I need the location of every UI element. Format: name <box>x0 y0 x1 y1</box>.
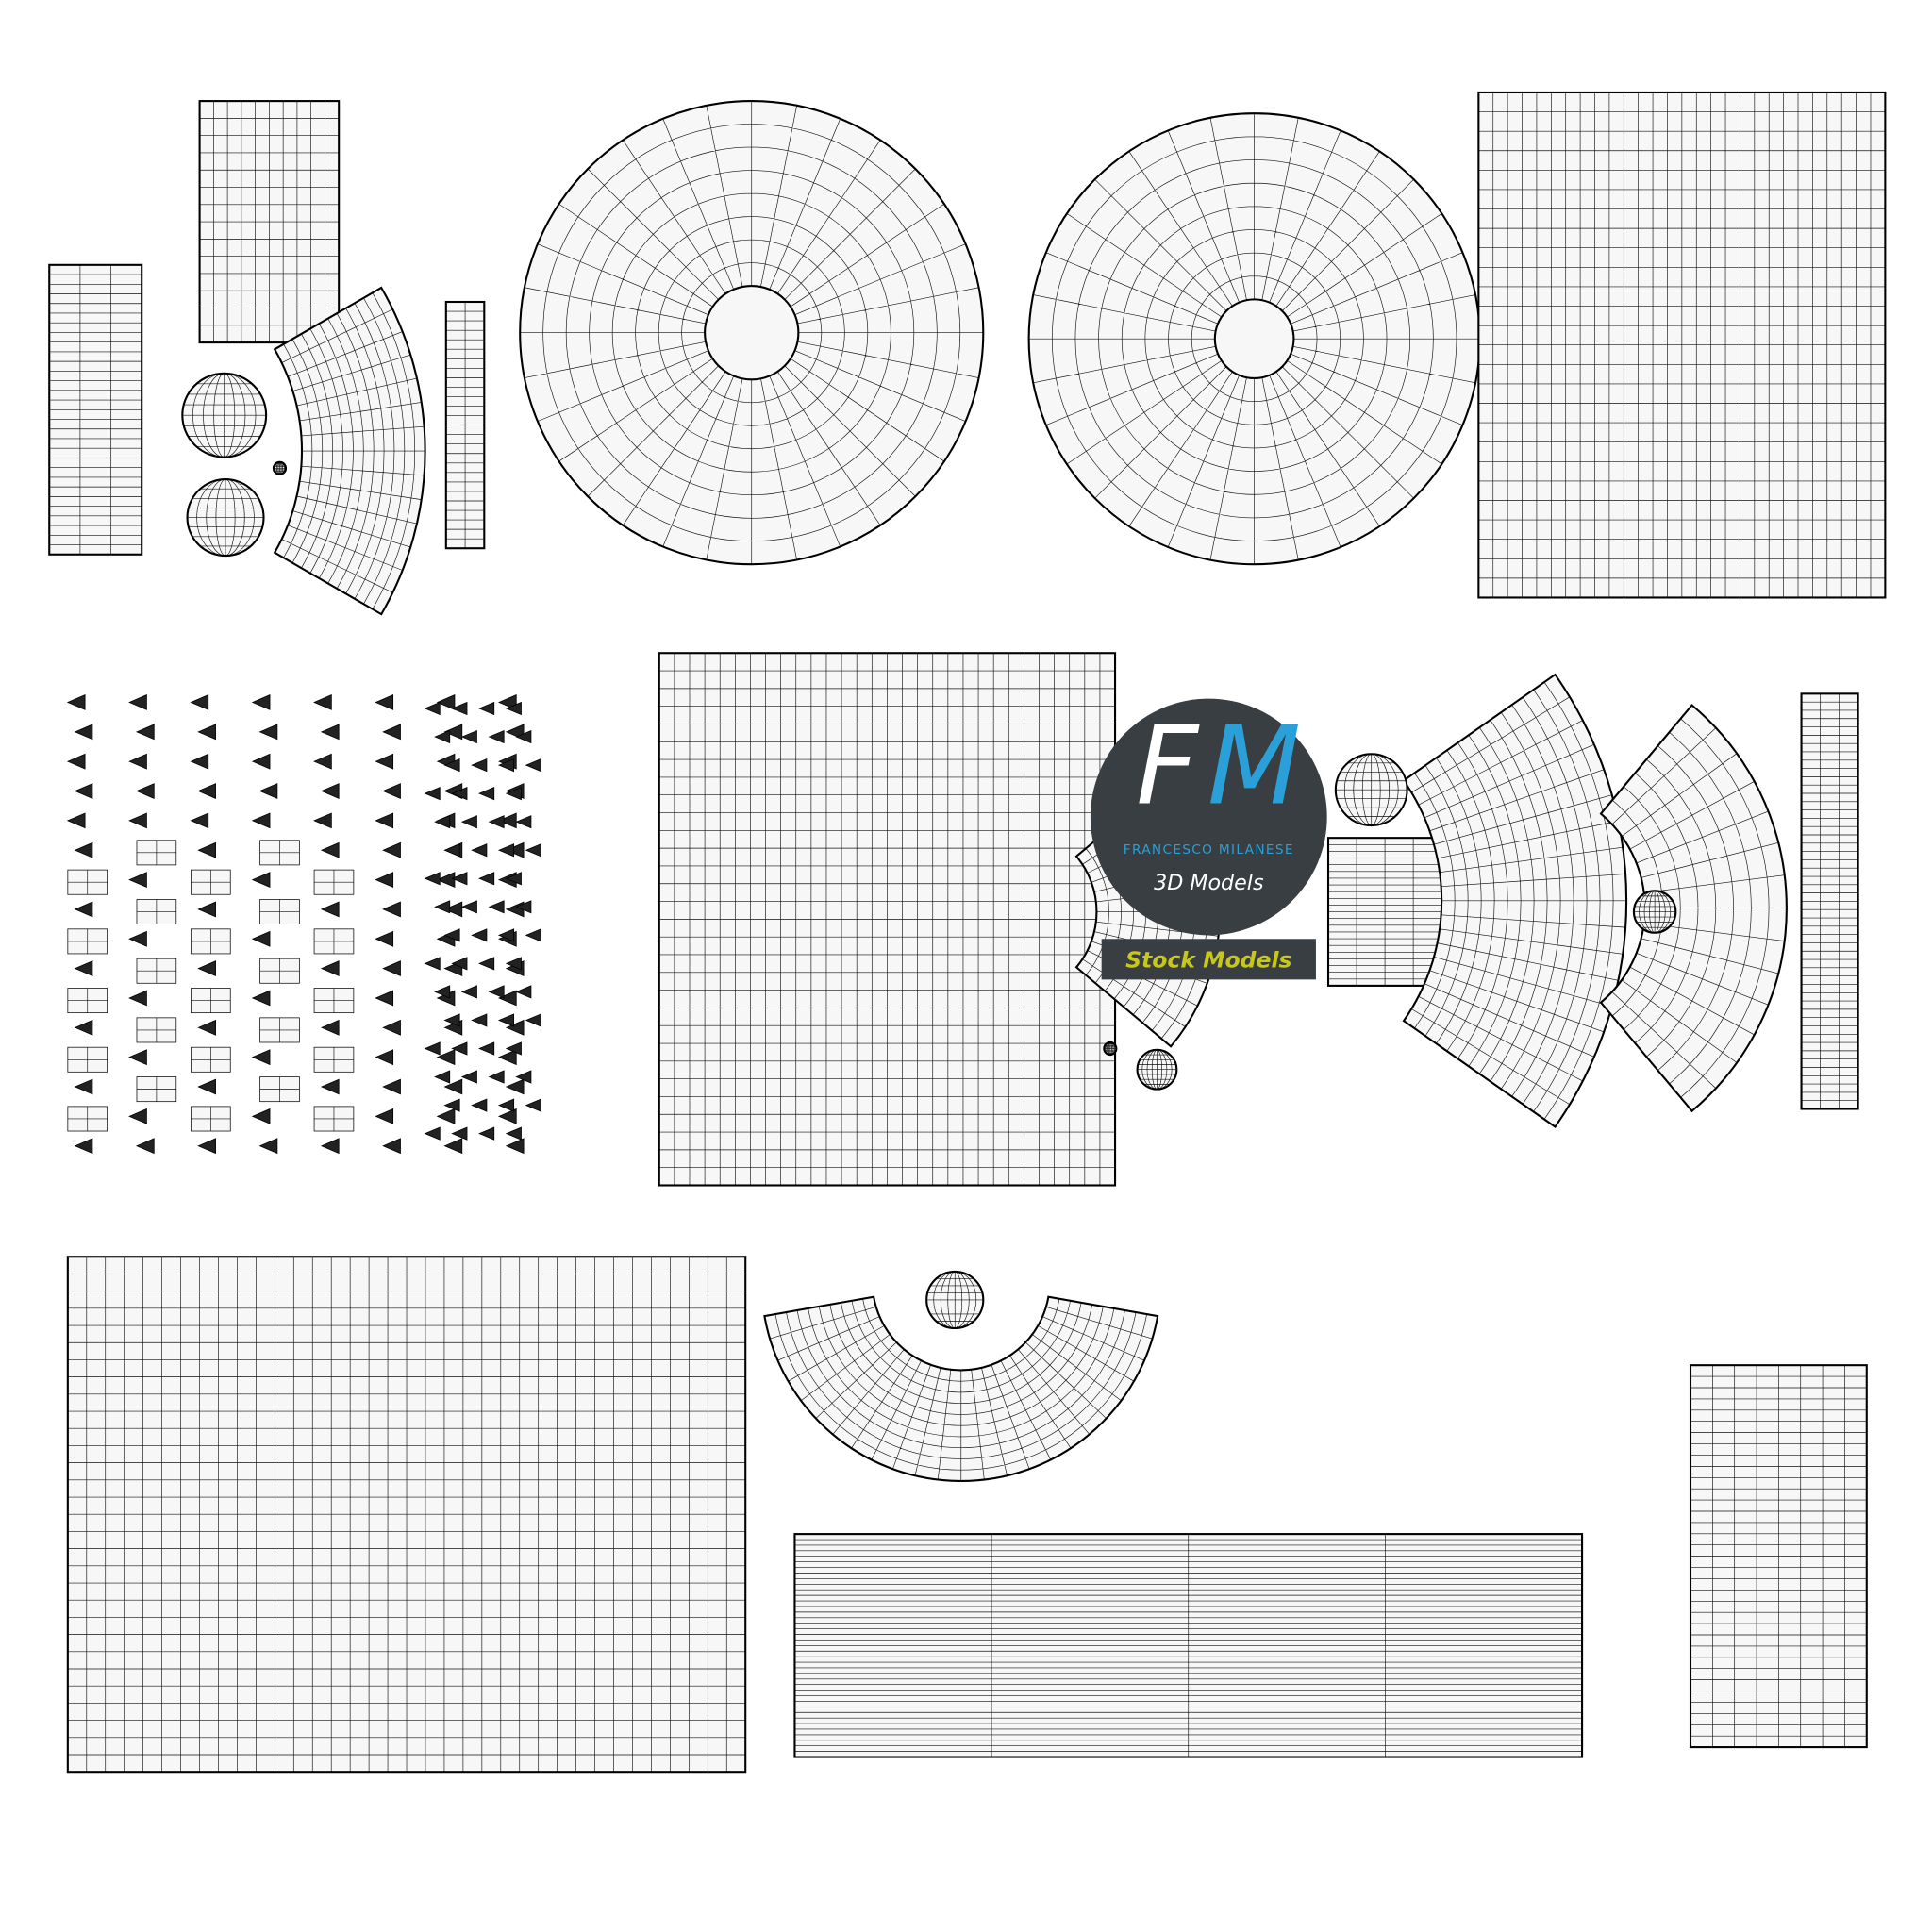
uv-island-cap <box>925 1270 985 1330</box>
uv-island-body-bottom <box>66 1256 747 1774</box>
uv-island-arc <box>1599 704 1788 1113</box>
logo-banner-text: Stock Models <box>1125 946 1291 973</box>
uv-island-disc <box>519 100 985 566</box>
uv-island-sphere <box>1136 1048 1178 1091</box>
uv-island-sphere-small <box>1103 1041 1118 1057</box>
logo-letter-m: M <box>1208 704 1301 830</box>
uv-island-tall-strip <box>1800 692 1859 1110</box>
logo-circle <box>1090 698 1327 936</box>
watermark-logo: F M FRANCESCO MILANESE 3D Models Stock M… <box>1090 698 1327 980</box>
uv-island-body-right <box>1477 91 1887 599</box>
logo-tagline: 3D Models <box>1154 871 1264 895</box>
uv-island-sphere <box>186 478 265 558</box>
uv-islands <box>48 91 1887 1774</box>
uv-island-body-middle <box>658 652 1117 1187</box>
logo-letter-f: F <box>1136 704 1200 830</box>
uv-island-sphere <box>181 372 268 458</box>
uv-island-left-strip <box>48 263 143 556</box>
uv-island-small-pieces <box>66 694 541 1155</box>
uv-island-sphere-small <box>272 460 288 475</box>
logo-banner <box>1101 939 1316 980</box>
uv-island-sphere <box>1632 890 1677 934</box>
uv-island-long-panel <box>793 1533 1584 1758</box>
uv-island-half-ring <box>763 1295 1159 1482</box>
logo-author: FRANCESCO MILANESE <box>1124 842 1294 858</box>
uv-island-arc <box>1402 673 1628 1128</box>
uv-island-right-panel <box>1689 1364 1868 1749</box>
uv-island-top-panel <box>198 100 341 344</box>
uv-island-arc-small <box>1326 837 1443 987</box>
uv-island-sphere <box>1334 753 1408 827</box>
uv-island-arc <box>273 286 426 616</box>
uv-island-disc <box>1027 112 1481 566</box>
uv-island-narrow-strip <box>444 300 486 550</box>
